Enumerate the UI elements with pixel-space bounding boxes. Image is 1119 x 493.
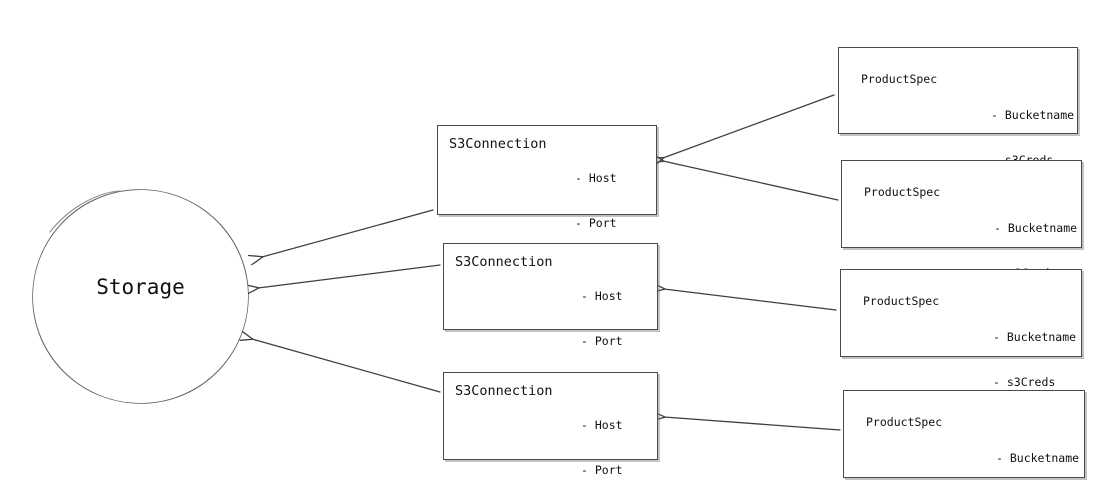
storage-label: Storage xyxy=(96,275,185,299)
product-spec-box-2[interactable]: ProductSpec - Bucketname - s3Creds xyxy=(841,160,1082,280)
s3-connection-title: S3Connection xyxy=(455,254,553,270)
product-spec-box-3[interactable]: ProductSpec - Bucketname - s3Creds xyxy=(840,269,1082,389)
attribute-port: - Port xyxy=(581,462,623,477)
edge-s3-2-to-storage xyxy=(258,264,441,288)
attribute-s3creds: - s3Creds xyxy=(993,374,1056,389)
product-spec-box-1[interactable]: ProductSpec - Bucketname - s3Creds xyxy=(838,47,1078,167)
edge-ps-1-to-s3-1 xyxy=(663,94,835,158)
attribute-bucketname: - Bucketname xyxy=(994,221,1078,236)
attribute-host: - Host xyxy=(581,289,623,304)
product-spec-attributes: - Bucketname - s3Creds xyxy=(996,422,1079,493)
attribute-port: - Port xyxy=(575,215,617,230)
s3-connection-title: S3Connection xyxy=(449,136,547,152)
storage-node[interactable]: Storage xyxy=(33,190,248,403)
attribute-bucketname: - Bucketname xyxy=(991,108,1075,123)
product-spec-title: ProductSpec xyxy=(861,72,938,86)
product-spec-box-4[interactable]: ProductSpec - Bucketname - s3Creds xyxy=(843,390,1085,478)
attribute-host: - Host xyxy=(575,171,617,186)
attribute-port: - Port xyxy=(581,333,623,348)
edge-ps-3-to-s3-2 xyxy=(664,289,837,311)
edge-ps-2-to-s3-1 xyxy=(663,161,839,201)
attribute-bucketname: - Bucketname xyxy=(993,330,1077,345)
s3-connection-box-3[interactable]: S3Connection - Host - Port - TLS xyxy=(443,372,658,477)
attribute-host: - Host xyxy=(581,418,623,433)
product-spec-attributes: - Bucketname - s3Creds xyxy=(993,301,1076,419)
s3-connection-box-2[interactable]: S3Connection - Host - Port - TLS xyxy=(443,243,658,392)
s3-connection-attributes: - Host - Port - TLS xyxy=(581,389,623,493)
edge-s3-3-to-storage xyxy=(252,339,441,393)
product-spec-title: ProductSpec xyxy=(864,185,941,199)
edge-s3-1-to-storage xyxy=(262,209,434,257)
s3-connection-box-1[interactable]: S3Connection - Host - Port - TLS xyxy=(437,125,657,274)
product-spec-title: ProductSpec xyxy=(866,415,943,429)
edge-ps-4-to-s3-3 xyxy=(664,417,841,431)
s3-connection-title: S3Connection xyxy=(455,383,553,399)
product-spec-title: ProductSpec xyxy=(863,294,940,308)
attribute-bucketname: - Bucketname xyxy=(996,451,1080,466)
